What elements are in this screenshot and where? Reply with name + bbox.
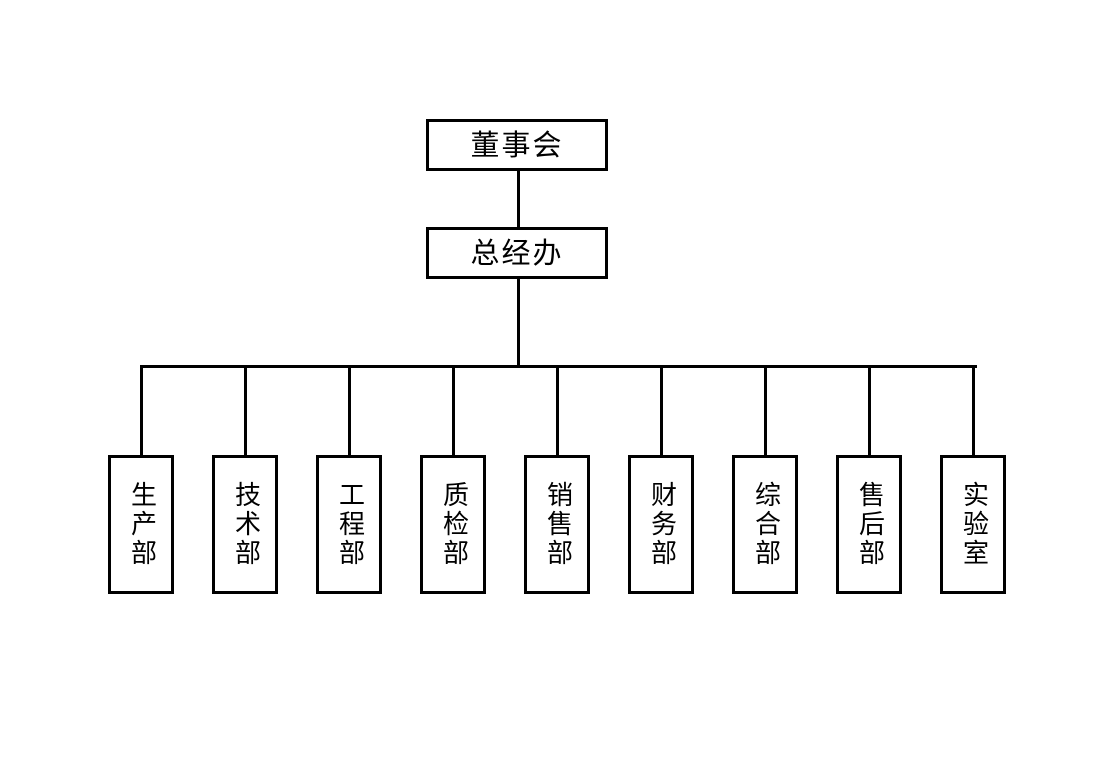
node-department-laboratory[interactable]: 实验室 <box>940 455 1006 594</box>
node-department-sales[interactable]: 销售部 <box>524 455 590 594</box>
node-department-quality-inspection-label: 质检部 <box>438 481 469 568</box>
node-board-of-directors[interactable]: 董事会 <box>426 119 608 171</box>
connector-drop-general-affairs <box>764 365 767 455</box>
node-department-technology-label: 技术部 <box>230 481 261 568</box>
node-board-of-directors-label: 董事会 <box>470 127 564 162</box>
node-department-technology[interactable]: 技术部 <box>212 455 278 594</box>
connector-drop-engineering <box>348 365 351 455</box>
node-department-engineering[interactable]: 工程部 <box>316 455 382 594</box>
node-department-engineering-label: 工程部 <box>334 481 365 568</box>
connector-drop-finance <box>660 365 663 455</box>
node-department-production[interactable]: 生产部 <box>108 455 174 594</box>
connector-drop-sales <box>556 365 559 455</box>
node-department-sales-label: 销售部 <box>542 481 573 568</box>
connector-gm-office-riser <box>517 279 520 368</box>
node-department-after-sales-label: 售后部 <box>854 481 885 568</box>
node-gm-office[interactable]: 总经办 <box>426 227 608 279</box>
connector-drop-quality <box>452 365 455 455</box>
connector-drop-laboratory <box>972 365 975 455</box>
node-gm-office-label: 总经办 <box>470 235 564 270</box>
node-department-general-affairs[interactable]: 综合部 <box>732 455 798 594</box>
connector-drop-production <box>140 365 143 455</box>
connector-drop-technology <box>244 365 247 455</box>
node-department-general-affairs-label: 综合部 <box>750 481 781 568</box>
node-department-quality-inspection[interactable]: 质检部 <box>420 455 486 594</box>
node-department-laboratory-label: 实验室 <box>958 481 989 568</box>
node-department-after-sales[interactable]: 售后部 <box>836 455 902 594</box>
connector-drop-after-sales <box>868 365 871 455</box>
node-department-production-label: 生产部 <box>126 481 157 568</box>
node-department-finance[interactable]: 财务部 <box>628 455 694 594</box>
connector-board-to-gm-office <box>517 171 520 227</box>
node-department-finance-label: 财务部 <box>646 481 677 568</box>
